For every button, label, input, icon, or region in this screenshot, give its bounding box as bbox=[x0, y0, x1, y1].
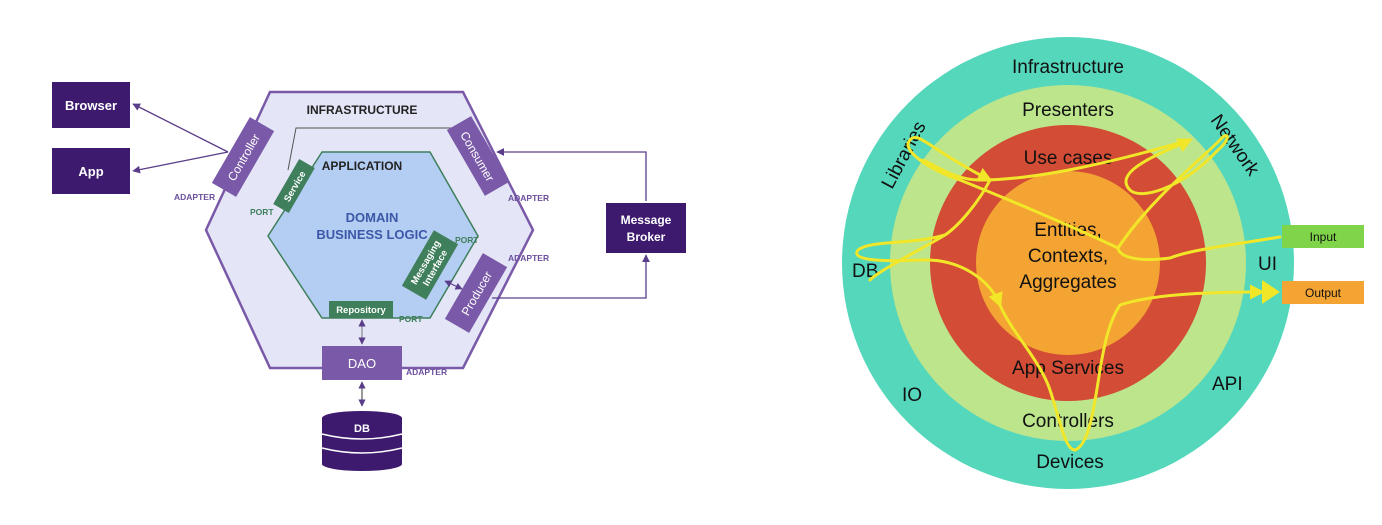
use-cases-label: Use cases bbox=[1024, 148, 1113, 169]
business-logic-label: BUSINESS LOGIC bbox=[316, 227, 428, 242]
infrastructure-label: INFRASTRUCTURE bbox=[307, 103, 418, 117]
io-label: IO bbox=[902, 385, 922, 406]
message-broker-box bbox=[606, 203, 686, 253]
ui-label: UI bbox=[1258, 254, 1277, 275]
hexagonal-diagram: INFRASTRUCTURE APPLICATION DOMAIN BUSINE… bbox=[52, 82, 686, 471]
flow-lines bbox=[855, 134, 1282, 452]
dao-adapter-tag: ADAPTER bbox=[406, 367, 447, 377]
output-box bbox=[1282, 281, 1364, 304]
browser-label: Browser bbox=[65, 98, 117, 113]
repository-port-tag: PORT bbox=[399, 314, 423, 324]
controller-adapter-tag: ADAPTER bbox=[174, 192, 215, 202]
app-arrow bbox=[132, 151, 229, 174]
aggregates-label: Aggregates bbox=[1019, 272, 1116, 293]
app-label: App bbox=[78, 164, 103, 179]
onion-diagram: Infrastructure Presenters Use cases Enti… bbox=[842, 37, 1364, 489]
infrastructure-label: Infrastructure bbox=[1012, 57, 1124, 78]
browser-box bbox=[52, 82, 130, 128]
app-box bbox=[52, 148, 130, 194]
app-services-label: App Services bbox=[1012, 358, 1124, 379]
repository-port bbox=[329, 301, 393, 318]
db-label: DB bbox=[852, 261, 878, 282]
contexts-label: Contexts, bbox=[1028, 246, 1108, 267]
db-cylinder bbox=[321, 411, 403, 471]
broker-consumer-arrow bbox=[496, 148, 647, 201]
consumer-adapter-tag: ADAPTER bbox=[508, 193, 549, 203]
input-label: Input bbox=[1310, 230, 1337, 244]
browser-arrow bbox=[132, 103, 229, 153]
application-label: APPLICATION bbox=[322, 159, 402, 173]
repository-label: Repository bbox=[336, 305, 386, 316]
service-port-tag: PORT bbox=[250, 207, 274, 217]
output-arrowhead bbox=[1262, 280, 1280, 304]
input-box bbox=[1282, 225, 1364, 248]
presenters-label: Presenters bbox=[1022, 100, 1114, 121]
domain-label: DOMAIN bbox=[346, 210, 399, 225]
dao-label: DAO bbox=[348, 356, 376, 371]
message-broker-line2: Broker bbox=[627, 230, 666, 244]
messaging-producer-arrow bbox=[444, 280, 463, 290]
db-label: DB bbox=[354, 423, 370, 435]
dao-box bbox=[322, 346, 402, 380]
entities-label: Entities, bbox=[1034, 220, 1102, 241]
producer-adapter-tag: ADAPTER bbox=[508, 253, 549, 263]
controllers-label: Controllers bbox=[1022, 411, 1114, 432]
api-label: API bbox=[1212, 374, 1243, 395]
messaging-port-tag: PORT bbox=[455, 235, 479, 245]
core-circle bbox=[976, 171, 1160, 355]
devices-label: Devices bbox=[1036, 452, 1104, 473]
producer-broker-arrow bbox=[492, 254, 650, 299]
output-label: Output bbox=[1305, 286, 1342, 300]
message-broker-line1: Message bbox=[621, 213, 672, 227]
